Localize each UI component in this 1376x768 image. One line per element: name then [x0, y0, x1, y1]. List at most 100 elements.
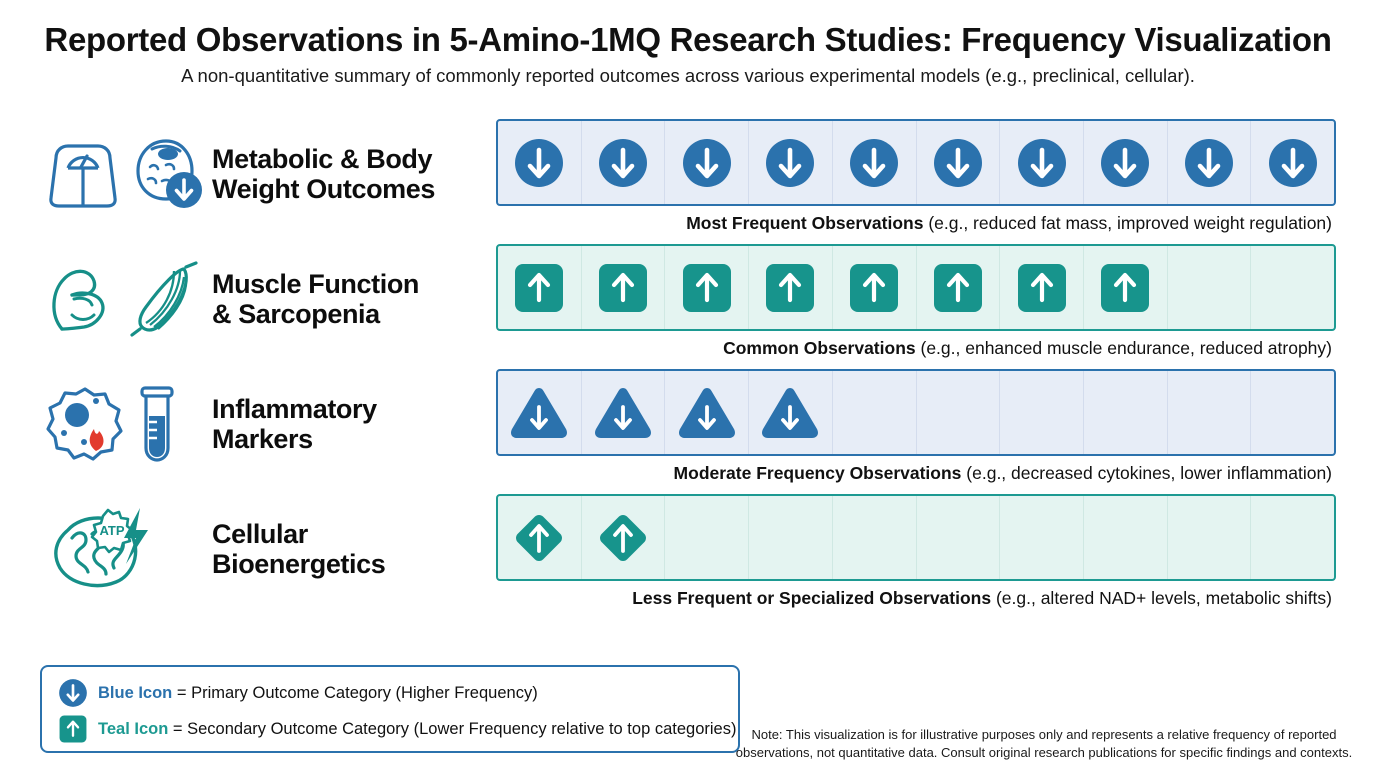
caption-rest: (e.g., enhanced muscle endurance, reduce…: [915, 338, 1332, 359]
track-cell: [498, 496, 581, 579]
page-title: Reported Observations in 5-Amino-1MQ Res…: [44, 21, 1332, 58]
legend-icon-wrap: [56, 678, 90, 708]
teal-diamond-up-arrow-icon: [516, 514, 563, 561]
blue-triangle-down-arrow-icon: [595, 387, 652, 438]
track-cell-empty: [831, 496, 916, 580]
frequency-track: [496, 494, 1336, 582]
blue-triangle-down-arrow-icon: [511, 387, 568, 438]
row-label: Cellular Bioenergetics: [212, 518, 386, 580]
frequency-track: [496, 369, 1336, 457]
caption-bold: Most Frequent Observations: [686, 213, 924, 234]
row-track-group: Common Observations (e.g., enhanced musc…: [496, 244, 1336, 358]
teal-diamond-up-arrow-icon: [600, 514, 647, 561]
track-cell: [831, 246, 916, 330]
flexed-bicep-icon: [52, 269, 105, 331]
row-track-group: Less Frequent or Specialized Observation…: [496, 494, 1336, 608]
category-icons: [44, 384, 212, 464]
svg-text:ATP: ATP: [99, 523, 124, 538]
row-label: Metabolic & Body Weight Outcomes: [212, 144, 435, 204]
track-cell: [831, 121, 916, 205]
teal-square-up-arrow-icon: [933, 263, 982, 312]
caption-bold: Common Observations: [723, 338, 916, 359]
legend-item-teal: Teal Icon = Secondary Outcome Category (…: [56, 713, 736, 745]
row-label-line1: Inflammatory: [212, 393, 377, 424]
category-icons: ATP: [44, 508, 212, 590]
blue-circle-down-arrow-icon: [1017, 138, 1066, 187]
legend-key: Blue Icon: [98, 683, 173, 702]
frequency-rows: Metabolic & Body Weight Outcomes Most Fr…: [0, 119, 1376, 619]
track-cell-empty: [1166, 246, 1251, 330]
muscle-fiber-icon: [130, 261, 198, 337]
track-cell-empty: [1250, 496, 1334, 580]
track-cell: [748, 246, 832, 330]
teal-square-up-arrow-icon: [1017, 263, 1066, 312]
track-cell: [664, 246, 748, 330]
teal-square-up-arrow-icon: [1101, 263, 1150, 312]
teal-square-up-arrow-icon: [766, 263, 815, 312]
track-cell: [498, 121, 581, 204]
row-label: Inflammatory Markers: [212, 394, 377, 454]
caption-bold: Less Frequent or Specialized Observation…: [632, 588, 992, 609]
teal-square-up-arrow-icon: [682, 263, 731, 312]
track-cell-empty: [1082, 371, 1167, 455]
row-label-line2: Bioenergetics: [212, 549, 386, 580]
row-caption: Most Frequent Observations (e.g., reduce…: [496, 213, 1336, 233]
weight-scale-icon: [49, 144, 117, 208]
track-cell-empty: [1166, 371, 1251, 455]
atp-badge-icon: ATP: [90, 508, 134, 554]
row-cellular-bioenergetics: ATP Cellular Bioenergetics: [44, 494, 1336, 619]
row-label: Muscle Function & Sarcopenia: [212, 269, 419, 329]
track-cell: [664, 371, 748, 455]
mitochondrion-icon: ATP: [54, 508, 148, 588]
category-icons: [44, 135, 212, 213]
track-cell: [1082, 246, 1167, 330]
teal-square-up-arrow-icon: [515, 263, 564, 312]
track-cell: [580, 246, 665, 330]
track-cell: [915, 246, 1000, 330]
row-label-line1: Cellular: [212, 518, 308, 549]
blue-circle-down-arrow-icon: [766, 138, 815, 187]
row-track-group: Moderate Frequency Observations (e.g., d…: [496, 369, 1336, 483]
track-cell-empty: [999, 496, 1083, 580]
track-cell-empty: [915, 371, 1000, 455]
test-tube-icon: [140, 386, 174, 462]
track-cell-empty: [915, 496, 1000, 580]
legend-key: Teal Icon: [98, 719, 169, 738]
legend-box: Blue Icon = Primary Outcome Category (Hi…: [40, 665, 740, 753]
blue-circle-down-arrow-icon: [850, 138, 899, 187]
track-cell: [1250, 121, 1334, 205]
track-cell: [1082, 121, 1167, 205]
blue-circle-down-arrow-icon: [1184, 138, 1233, 187]
teal-square-up-arrow-icon: [599, 263, 648, 312]
track-cell-empty: [1166, 496, 1251, 580]
track-cell: [664, 121, 748, 205]
row-caption: Moderate Frequency Observations (e.g., d…: [496, 463, 1336, 483]
caption-rest: (e.g., decreased cytokines, lower inflam…: [961, 463, 1332, 484]
inflamed-cell-icon: [46, 387, 123, 461]
row-label-group: Metabolic & Body Weight Outcomes: [44, 119, 496, 223]
legend-label: Teal Icon = Secondary Outcome Category (…: [98, 720, 736, 739]
row-label-line2: Markers: [212, 424, 313, 455]
teal-square-up-arrow-icon: [59, 715, 87, 743]
caption-rest: (e.g., reduced fat mass, improved weight…: [923, 213, 1332, 234]
legend-desc: = Secondary Outcome Category (Lower Freq…: [168, 719, 737, 738]
track-cell: [580, 496, 665, 580]
header: Reported Observations in 5-Amino-1MQ Res…: [0, 0, 1376, 87]
row-caption: Common Observations (e.g., enhanced musc…: [496, 338, 1336, 358]
track-cell: [748, 121, 832, 205]
blue-triangle-down-arrow-icon: [678, 387, 735, 438]
frequency-track: [496, 244, 1336, 332]
track-cell: [498, 246, 581, 329]
blue-circle-down-arrow-icon: [59, 679, 87, 707]
row-label-line1: Muscle Function: [212, 268, 420, 299]
track-cell-empty: [1082, 496, 1167, 580]
row-inflammatory-markers: Inflammatory Markers Moderate Frequency …: [44, 369, 1336, 494]
track-cell: [748, 371, 832, 455]
row-label-group: ATP Cellular Bioenergetics: [44, 494, 496, 598]
row-label-line2: Weight Outcomes: [212, 174, 436, 205]
blue-circle-down-arrow-icon: [1268, 138, 1317, 187]
track-cell-empty: [1250, 246, 1334, 330]
track-cell-empty: [999, 371, 1083, 455]
track-cell: [999, 121, 1083, 205]
blue-circle-down-arrow-icon: [1101, 138, 1150, 187]
